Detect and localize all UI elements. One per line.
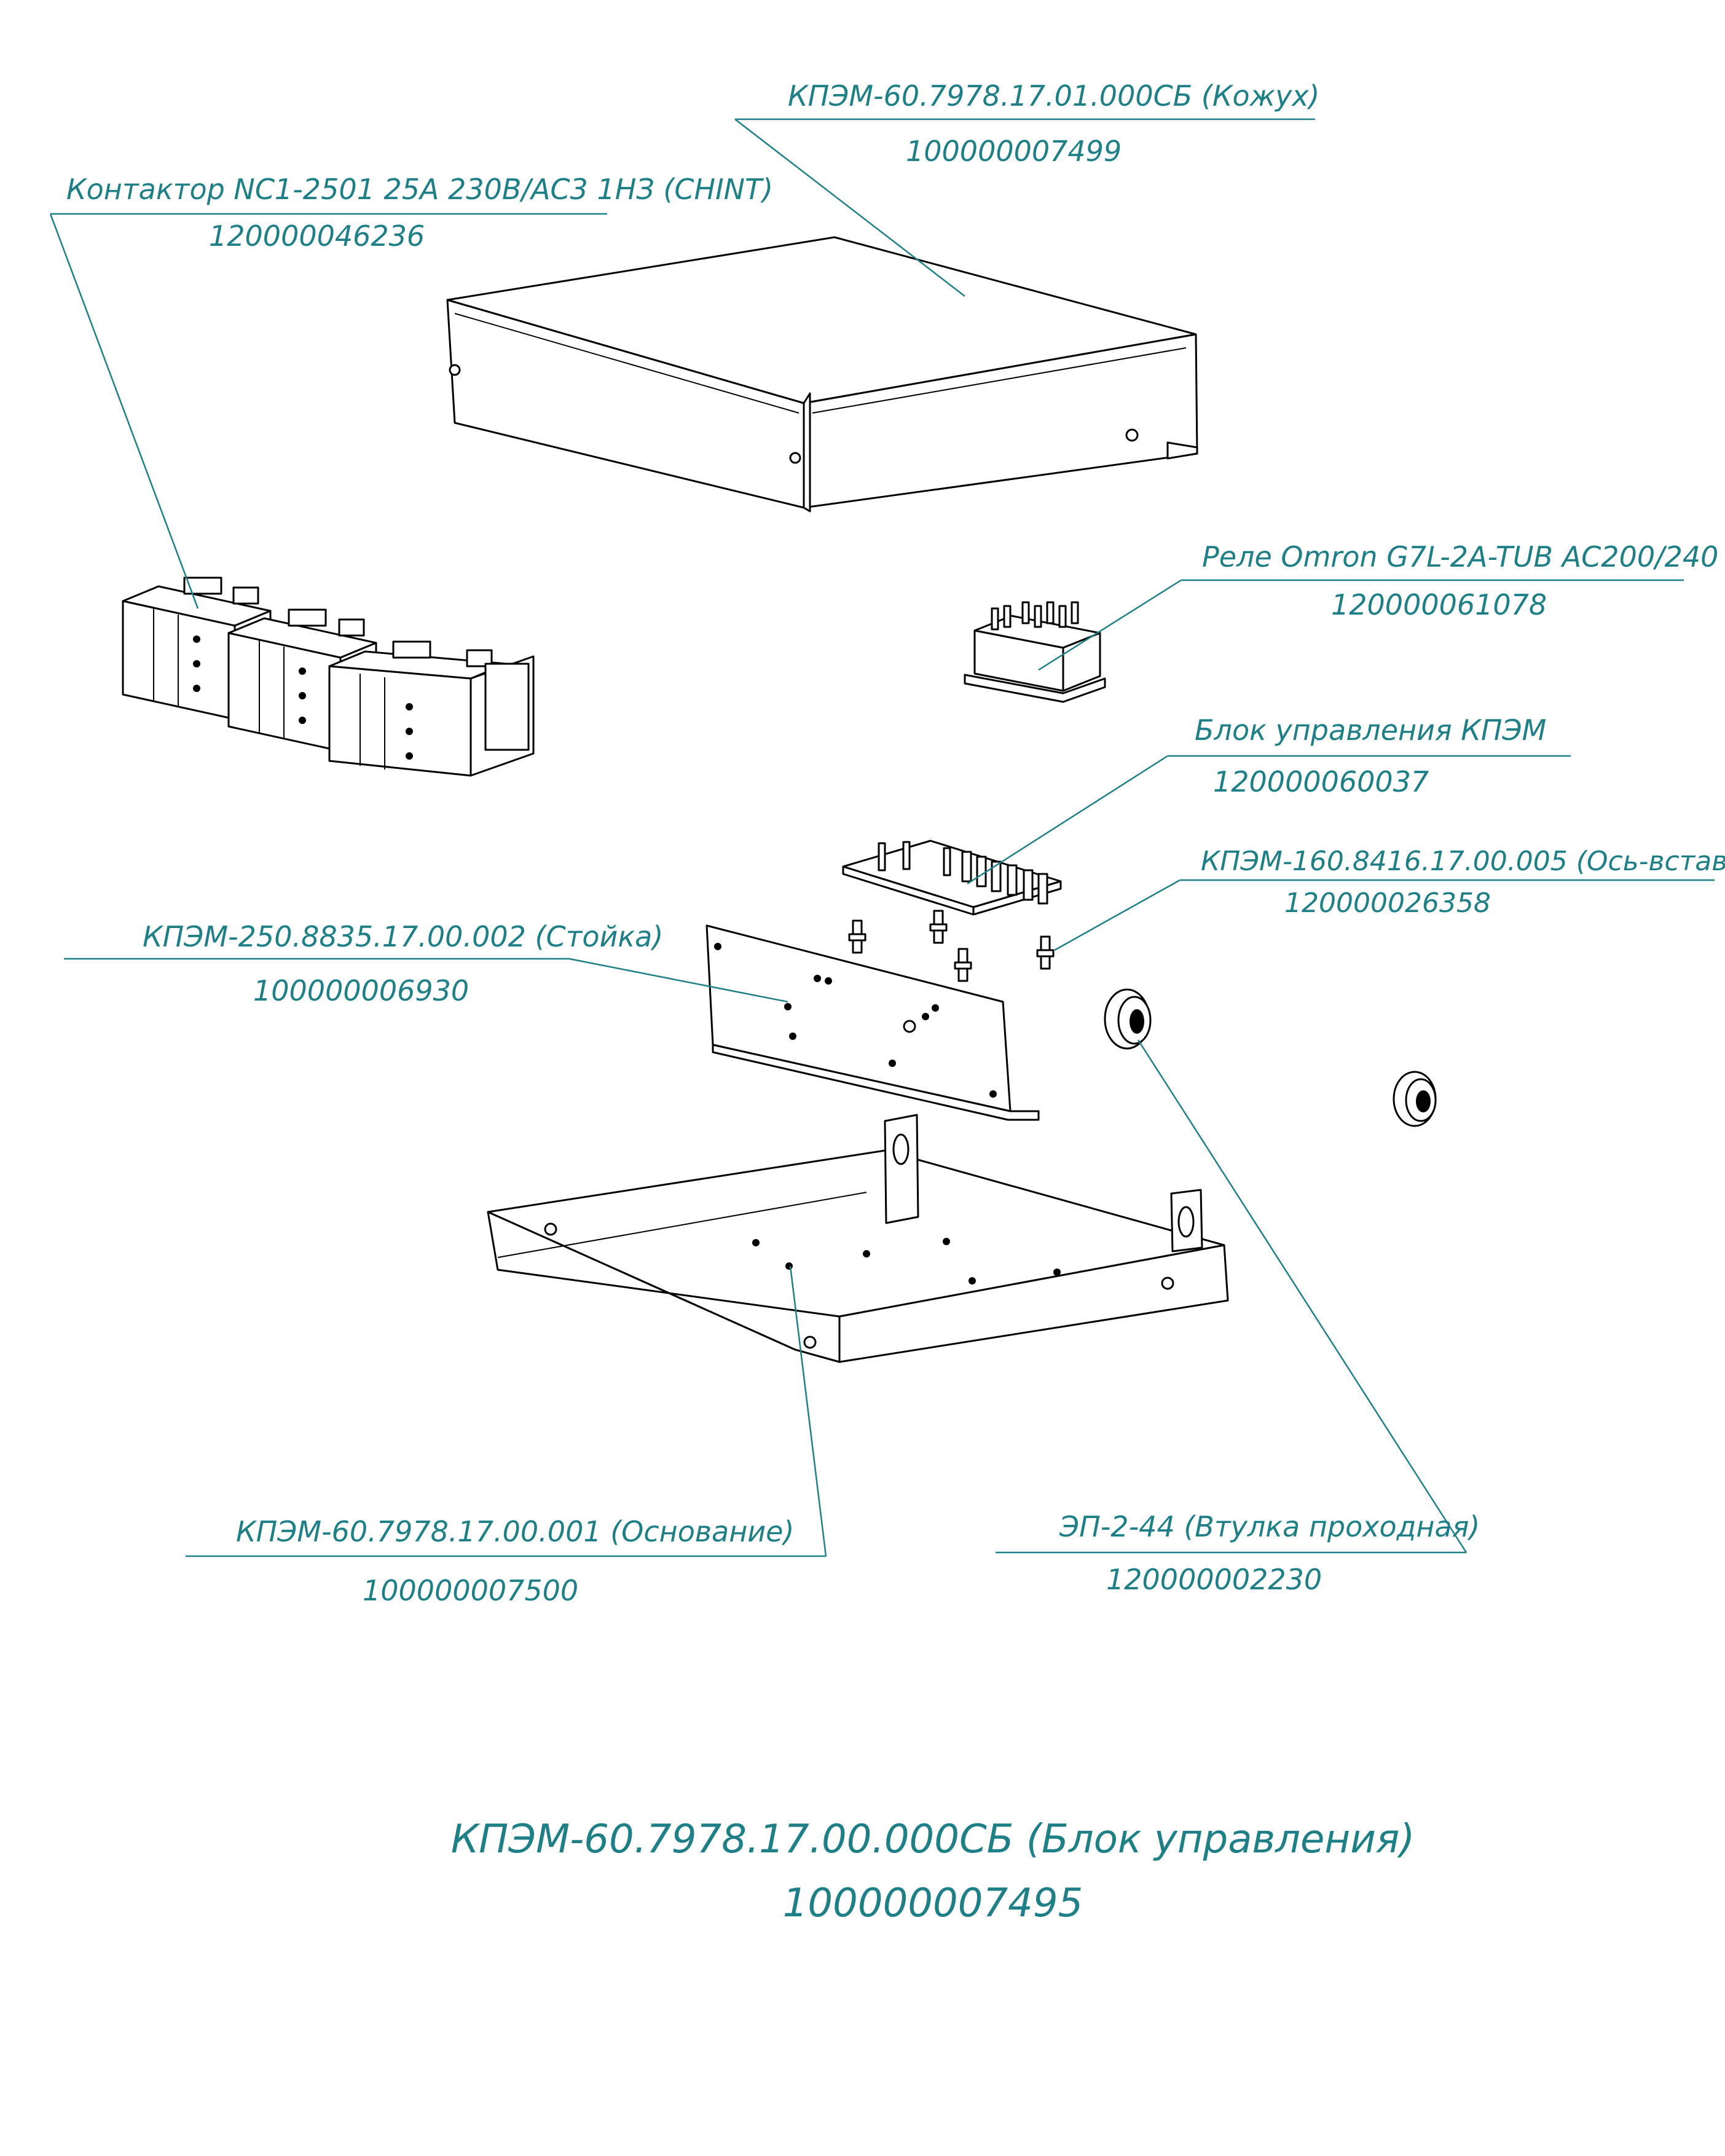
assembly-title: КПЭМ-60.7978.17.00.000СБ (Блок управлени… [451, 1817, 1415, 1926]
assembly-code: 100000007495 [783, 1881, 1083, 1926]
callout-name: КПЭМ-60.7978.17.01.000СБ (Кожух) [788, 79, 1320, 112]
callout-base: КПЭМ-60.7978.17.00.001 (Основание) 10000… [236, 1515, 794, 1607]
assembly-name: КПЭМ-60.7978.17.00.000СБ (Блок управлени… [451, 1817, 1415, 1862]
callout-code: 100000006930 [253, 974, 469, 1007]
callout-code: 120000002230 [1106, 1563, 1322, 1596]
callout-stand: КПЭМ-250.8835.17.00.002 (Стойка) 1000000… [143, 920, 663, 1007]
callout-cover: КПЭМ-60.7978.17.01.000СБ (Кожух) 1000000… [788, 79, 1320, 168]
grommet-part [1104, 988, 1437, 1127]
callout-name: КПЭМ-250.8835.17.00.002 (Стойка) [143, 920, 663, 953]
callout-code: 120000026358 [1284, 887, 1491, 919]
callout-name: Контактор NC1-2501 25А 230В/АС3 1НЗ (CHI… [66, 173, 773, 206]
contactor-part [122, 576, 535, 777]
callout-name: Реле Omron G7L-2A-TUB AC200/240 [1202, 540, 1718, 573]
callout-code: 120000061078 [1331, 588, 1547, 621]
callout-grommet: ЭП-2-44 (Втулка проходная) 120000002230 [1059, 1510, 1480, 1596]
callout-code: 120000046236 [209, 219, 425, 253]
relay-part [964, 601, 1106, 703]
callout-name: КПЭМ-60.7978.17.00.001 (Основание) [236, 1515, 794, 1548]
callout-name: КПЭМ-160.8416.17.00.005 (Ось-вставка) [1201, 846, 1725, 877]
base-part [487, 1114, 1229, 1363]
callout-code: 100000007500 [363, 1574, 578, 1607]
callout-contactor: Контактор NC1-2501 25А 230В/АС3 1НЗ (CHI… [66, 173, 773, 253]
axle-insert-part [848, 910, 1055, 982]
leader-lines [49, 118, 1715, 1557]
cover-part [446, 236, 1198, 513]
callout-relay: Реле Omron G7L-2A-TUB AC200/240 12000006… [1202, 540, 1718, 621]
callout-name: Блок управления КПЭМ [1195, 714, 1546, 747]
callout-code: 120000060037 [1213, 765, 1429, 798]
callout-control-board: Блок управления КПЭМ 120000060037 [1195, 714, 1546, 798]
callout-axle-insert: КПЭМ-160.8416.17.00.005 (Ось-вставка) 12… [1201, 846, 1725, 919]
control-board-part [842, 840, 1062, 916]
callout-code: 100000007499 [906, 135, 1122, 168]
callout-name: ЭП-2-44 (Втулка проходная) [1059, 1510, 1480, 1543]
stand-part [705, 924, 1040, 1121]
